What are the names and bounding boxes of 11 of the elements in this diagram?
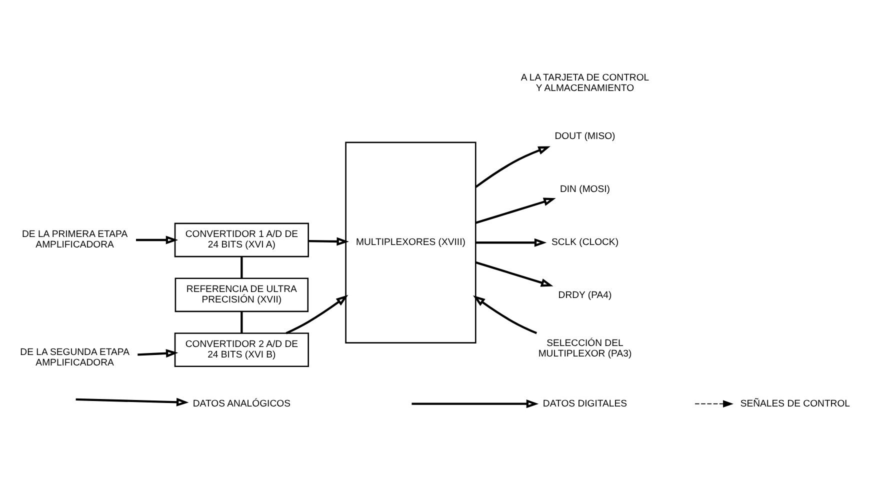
legend-label: DATOS ANALÓGICOS <box>192 398 290 409</box>
node-text: DE LA SEGUNDA ETAPA AMPLIFICADORA <box>20 346 130 368</box>
label: A LA TARJETA DE CONTROL Y ALMACENAMIENTO <box>520 72 650 94</box>
legend-label: SEÑALES DE CONTROL <box>740 398 850 409</box>
node-text: DOUT (MISO) <box>554 130 616 142</box>
legend-label: DATOS DIGITALES <box>542 398 628 409</box>
node-text: DIN (MOSI) <box>560 183 610 194</box>
node-text: SCLK (CLOCK) <box>551 236 619 248</box>
node-text: DRDY (PA4) <box>558 290 612 301</box>
node-text: DE LA PRIMERA ETAPA AMPLIFICADORA <box>22 228 128 250</box>
node-text: SELECCIÓN DEL MULTIPLEXOR (PA3) <box>538 338 632 360</box>
